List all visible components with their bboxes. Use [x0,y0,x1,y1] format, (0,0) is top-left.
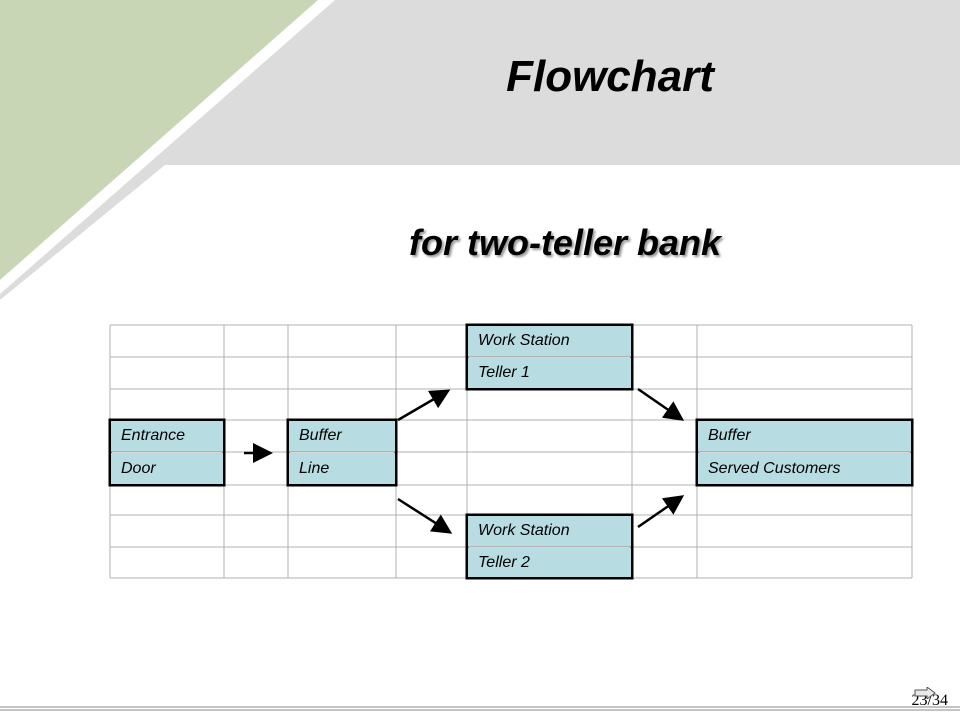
served-customers-label: Served Customers [698,453,911,484]
line-label: Line [289,453,395,484]
teller1-label: Teller 1 [468,358,631,388]
door-label: Door [111,453,223,484]
buffer-label: Buffer [289,421,395,452]
teller2-label: Teller 2 [468,548,631,577]
teller2-station-label: Work Station [468,516,631,547]
teller2-box-outline [465,513,634,580]
entrance-label: Entrance [111,421,223,452]
slide-title: Flowchart [506,52,714,101]
arrow-line-to-teller2 [397,497,453,534]
slide-subtitle: for two-teller bank [408,222,722,263]
buffer-line-box-outline [286,418,398,487]
arrow-teller1-to-served [637,387,685,421]
arrow-teller2-to-served [637,495,685,529]
arrow-line-to-teller1 [397,389,451,422]
teller1-box-outline [465,323,634,391]
teller1-station-label: Work Station [468,326,631,357]
footer-rule [0,706,960,711]
entrance-box-outline [108,418,226,487]
served-buffer-label: Buffer [698,421,911,452]
next-arrow-icon[interactable] [914,687,936,699]
white-diagonal-stripe [0,0,335,294]
served-box-outline [695,418,914,487]
